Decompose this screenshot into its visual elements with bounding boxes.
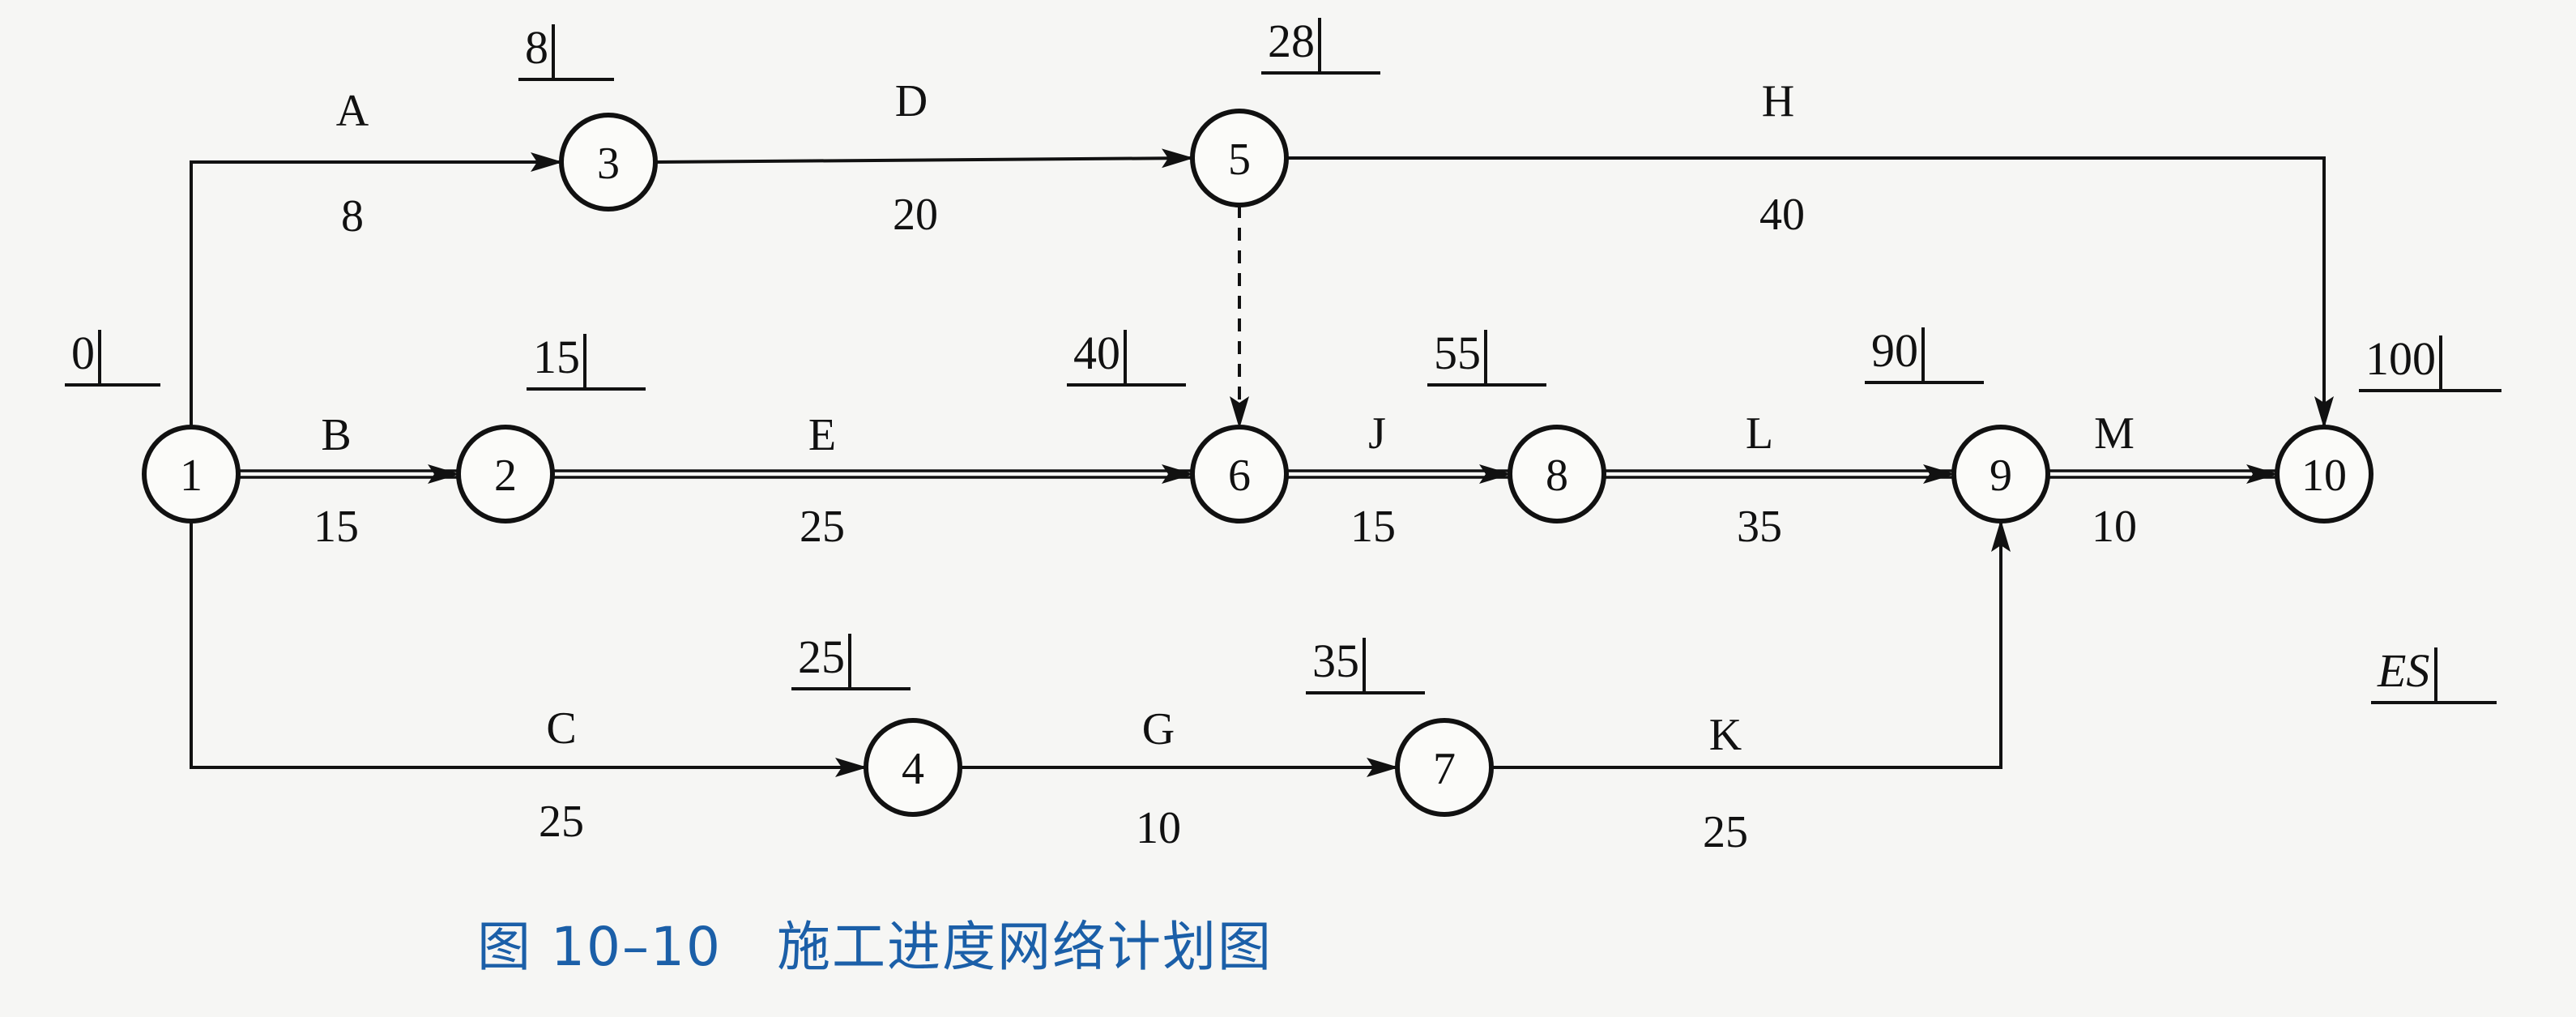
node-circle [1951, 425, 2050, 523]
edges-layer [190, 148, 2334, 777]
node-number: 6 [1228, 451, 1251, 501]
activity-line [1286, 156, 2334, 429]
es-node-8: 55 [1427, 327, 1546, 387]
node-3: 3 [559, 113, 658, 212]
node-circle [2275, 425, 2373, 523]
node-8: 8 [1508, 425, 1606, 523]
activity-label: A [336, 86, 369, 136]
activity-j [1286, 464, 1512, 484]
es-node-10: 100 [2359, 332, 2501, 392]
node-6: 6 [1190, 425, 1289, 523]
node-number: 4 [902, 744, 924, 794]
es-value: 40 [1073, 327, 1120, 379]
activity-k [1491, 519, 2011, 769]
es-value: ES [2377, 644, 2429, 697]
es-node-7: 35 [1306, 635, 1425, 694]
activity-duration: 40 [1759, 190, 1805, 240]
activity-label: B [321, 410, 351, 460]
activity-duration: 15 [1350, 502, 1396, 552]
es-value: 15 [533, 331, 580, 383]
es-node-2: 15 [527, 331, 646, 391]
activity-label: E [808, 410, 836, 460]
node-circle [1395, 718, 1494, 817]
es-value: 28 [1268, 15, 1315, 67]
legend-es: ES [2371, 644, 2497, 704]
es-node-6: 40 [1067, 327, 1186, 387]
es-node-9: 90 [1865, 324, 1984, 384]
activity-c [190, 521, 868, 777]
activity-duration: 25 [800, 502, 845, 552]
activity-line [190, 152, 563, 427]
activity-l [1604, 464, 1955, 484]
activity-a [190, 152, 563, 427]
activity-h [1286, 156, 2334, 429]
activity-label: G [1142, 704, 1175, 754]
es-node-5: 28 [1261, 15, 1380, 75]
node-circle [1190, 109, 1289, 207]
activity-label: K [1709, 710, 1742, 760]
node-10: 10 [2275, 425, 2373, 523]
es-node-3: 8 [518, 21, 614, 81]
activity-label: M [2094, 408, 2135, 459]
es-value: 55 [1434, 327, 1481, 379]
node-5: 5 [1190, 109, 1289, 207]
node-number: 10 [2301, 451, 2347, 501]
es-value: 90 [1871, 324, 1918, 377]
activity-label: H [1762, 76, 1794, 126]
activity-label: J [1368, 408, 1386, 459]
activity-line [655, 148, 1194, 169]
activity-label: L [1746, 408, 1773, 459]
activity-d [655, 148, 1194, 169]
figure-caption: 图 10–10 施工进度网络计划图 [477, 916, 1273, 978]
node-number: 2 [494, 451, 517, 501]
node-7: 7 [1395, 718, 1494, 817]
node-circle [456, 425, 555, 523]
node-9: 9 [1951, 425, 2050, 523]
activity-label: C [546, 703, 576, 754]
node-4: 4 [864, 718, 962, 817]
es-node-1: 0 [65, 327, 160, 387]
activity-duration: 15 [313, 502, 359, 552]
node-circle [559, 113, 658, 212]
nodes-layer: 1 2 3 4 5 6 7 8 9 10 [142, 109, 2373, 817]
activity-label: D [895, 76, 928, 126]
es-node-4: 25 [791, 630, 911, 690]
node-circle [864, 718, 962, 817]
node-circle [1508, 425, 1606, 523]
activity-line [1491, 519, 2011, 769]
activity-m [2048, 464, 2279, 484]
es-value: 35 [1312, 635, 1359, 687]
activity-duration: 10 [1136, 803, 1181, 853]
es-value: 100 [2365, 332, 2436, 385]
node-number: 8 [1546, 451, 1568, 501]
node-number: 3 [597, 139, 620, 189]
node-number: 7 [1433, 744, 1456, 794]
es-value: 8 [525, 21, 548, 74]
activity-duration: 20 [893, 190, 938, 240]
activity-e [552, 464, 1194, 484]
activity-duration: 8 [341, 191, 364, 241]
activity-duration: 35 [1737, 502, 1782, 552]
es-value: 0 [71, 327, 95, 379]
es-value: 25 [798, 630, 845, 683]
node-1: 1 [142, 425, 241, 523]
node-2: 2 [456, 425, 555, 523]
node-number: 9 [1990, 451, 2012, 501]
activity-line [190, 521, 868, 777]
node-circle [1190, 425, 1289, 523]
activity-duration: 25 [1703, 807, 1748, 857]
activity-b [238, 464, 460, 484]
activity-duration: 25 [539, 797, 584, 847]
node-number: 1 [180, 451, 203, 501]
activity-duration: 10 [2092, 502, 2137, 552]
node-circle [142, 425, 241, 523]
node-number: 5 [1228, 135, 1251, 185]
